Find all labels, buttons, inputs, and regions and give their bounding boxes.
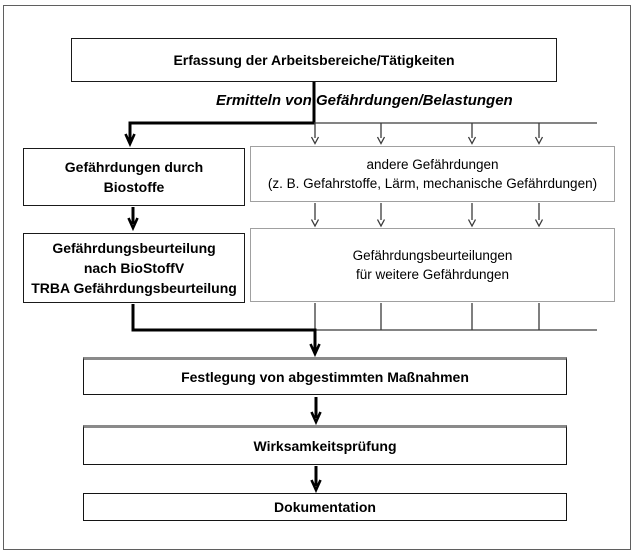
arrow-effectiveness-to-documentation <box>310 466 322 494</box>
arrows-to-other-hazards <box>310 123 544 145</box>
node-documentation-label: Dokumentation <box>274 498 376 515</box>
node-other-hazards: andere Gefährdungen (z. B. Gefahrstoffe,… <box>250 146 615 202</box>
node-bio-hazards-line2: Biostoffe <box>103 179 165 195</box>
node-bio-assessment: Gefährdungsbeurteilung nach BioStoffV TR… <box>23 233 245 303</box>
node-bio-hazards-line1: Gefährdungen durch <box>64 159 204 175</box>
node-bio-hazards: Gefährdungen durch Biostoffe <box>23 148 245 206</box>
node-capture-work-areas: Erfassung der Arbeitsbereiche/Tätigkeite… <box>71 38 557 82</box>
node-effectiveness-label: Wirksamkeitsprüfung <box>253 437 397 454</box>
arrow-assessments-to-measures <box>131 304 321 358</box>
arrow-bio-hazards-to-bio-assessment <box>127 207 139 232</box>
arrow-measures-to-effectiveness <box>310 397 322 426</box>
flow-step-label: Ermitteln von Gefährdungen/Belastungen <box>216 92 513 109</box>
arrow-capture-to-bio-hazards <box>124 81 316 148</box>
node-documentation: Dokumentation <box>83 493 567 521</box>
collect-lines-other-assessments <box>314 303 597 331</box>
node-measures-label: Festlegung von abgestimmten Maßnahmen <box>181 368 469 385</box>
node-effectiveness-check: Wirksamkeitsprüfung <box>83 425 567 465</box>
node-other-assessments-line2: für weitere Gefährdungen <box>355 267 510 282</box>
node-bio-assessment-line3: TRBA Gefährdungsbeurteilung <box>31 280 237 296</box>
node-other-hazards-line2: (z. B. Gefahrstoffe, Lärm, mechanische G… <box>267 176 598 191</box>
node-capture-label: Erfassung der Arbeitsbereiche/Tätigkeite… <box>173 51 455 68</box>
arrows-to-other-assessments <box>310 203 544 228</box>
node-other-hazards-line1: andere Gefährdungen <box>366 157 499 172</box>
node-measures: Festlegung von abgestimmten Maßnahmen <box>83 357 567 395</box>
node-other-assessments-line1: Gefährdungsbeurteilungen <box>352 248 513 263</box>
node-bio-assessment-line2: nach BioStoffV <box>83 260 185 276</box>
node-other-assessments: Gefährdungsbeurteilungen für weitere Gef… <box>250 228 615 302</box>
node-bio-assessment-line1: Gefährdungsbeurteilung <box>52 240 216 256</box>
